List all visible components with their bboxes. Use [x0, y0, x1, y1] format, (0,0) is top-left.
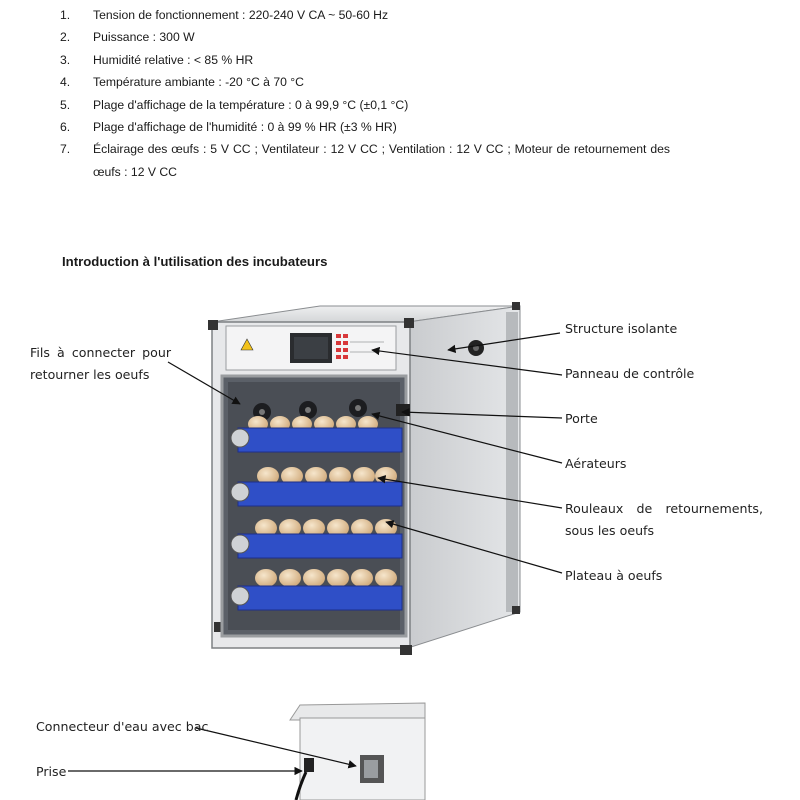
callout-arrows [68, 332, 563, 776]
spec-text: Puissance : 300 W [93, 30, 195, 45]
spec-item: 2. Puissance : 300 W [60, 26, 670, 48]
spec-text: Tension de fonctionnement : 220-240 V CA… [93, 8, 389, 22]
incubator-rear-view [289, 702, 426, 800]
egg-tray-1 [230, 416, 403, 453]
section-title: Introduction à l'utilisation des incubat… [62, 254, 328, 269]
callout-water-connector: Connecteur d'eau avec bac [36, 719, 209, 734]
callout-tray: Plateau à oeufs [565, 568, 663, 583]
callout-control-panel: Panneau de contrôle [565, 366, 695, 381]
spec-number: 6. [60, 119, 71, 134]
spec-number: 1. [60, 8, 71, 22]
callout-wires: Fils à connecter pour retourner les oeuf… [30, 345, 171, 382]
egg-tray-2 [230, 467, 403, 507]
spec-number: 5. [60, 97, 71, 112]
warning-icon [240, 338, 254, 351]
spec-text: Plage d'affichage de l'humidité : 0 à 99… [93, 119, 397, 134]
spec-text: Éclairage des œufs : 5 V CC ; Ventilateu… [93, 142, 670, 179]
egg-tray-3 [230, 519, 403, 559]
spec-number: 3. [60, 52, 71, 67]
spec-text: Plage d'affichage de la température : 0 … [93, 97, 409, 112]
egg-tray-4 [230, 569, 403, 611]
power-socket-icon [304, 758, 314, 772]
spec-item: 1. Tension de fonctionnement : 220-240 V… [60, 4, 670, 26]
spec-item: 5. Plage d'affichage de la température :… [60, 94, 670, 116]
spec-item: 6. Plage d'affichage de l'humidité : 0 à… [60, 116, 670, 138]
door-handle [396, 404, 410, 416]
callout-aerators: Aérateurs [565, 456, 627, 471]
spec-text: Humidité relative : < 85 % HR [93, 52, 254, 67]
spec-item: 4. Température ambiante : -20 °C à 70 °C [60, 71, 670, 93]
callout-plug: Prise [36, 764, 67, 779]
keypad [336, 334, 348, 359]
callout-door: Porte [565, 411, 598, 426]
callout-insulation: Structure isolante [565, 321, 678, 336]
callout-rollers: Rouleaux de retournements, sous les oeuf… [565, 501, 763, 538]
spec-number: 7. [60, 142, 71, 157]
spec-item: 3. Humidité relative : < 85 % HR [60, 49, 670, 71]
spec-item: 7. Éclairage des œufs : 5 V CC ; Ventila… [60, 138, 670, 184]
spec-number: 4. [60, 75, 71, 90]
spec-list: 1. Tension de fonctionnement : 220-240 V… [60, 4, 670, 184]
spec-number: 2. [60, 30, 71, 45]
control-panel [225, 325, 397, 371]
spec-text: Température ambiante : -20 °C à 70 °C [93, 75, 304, 90]
